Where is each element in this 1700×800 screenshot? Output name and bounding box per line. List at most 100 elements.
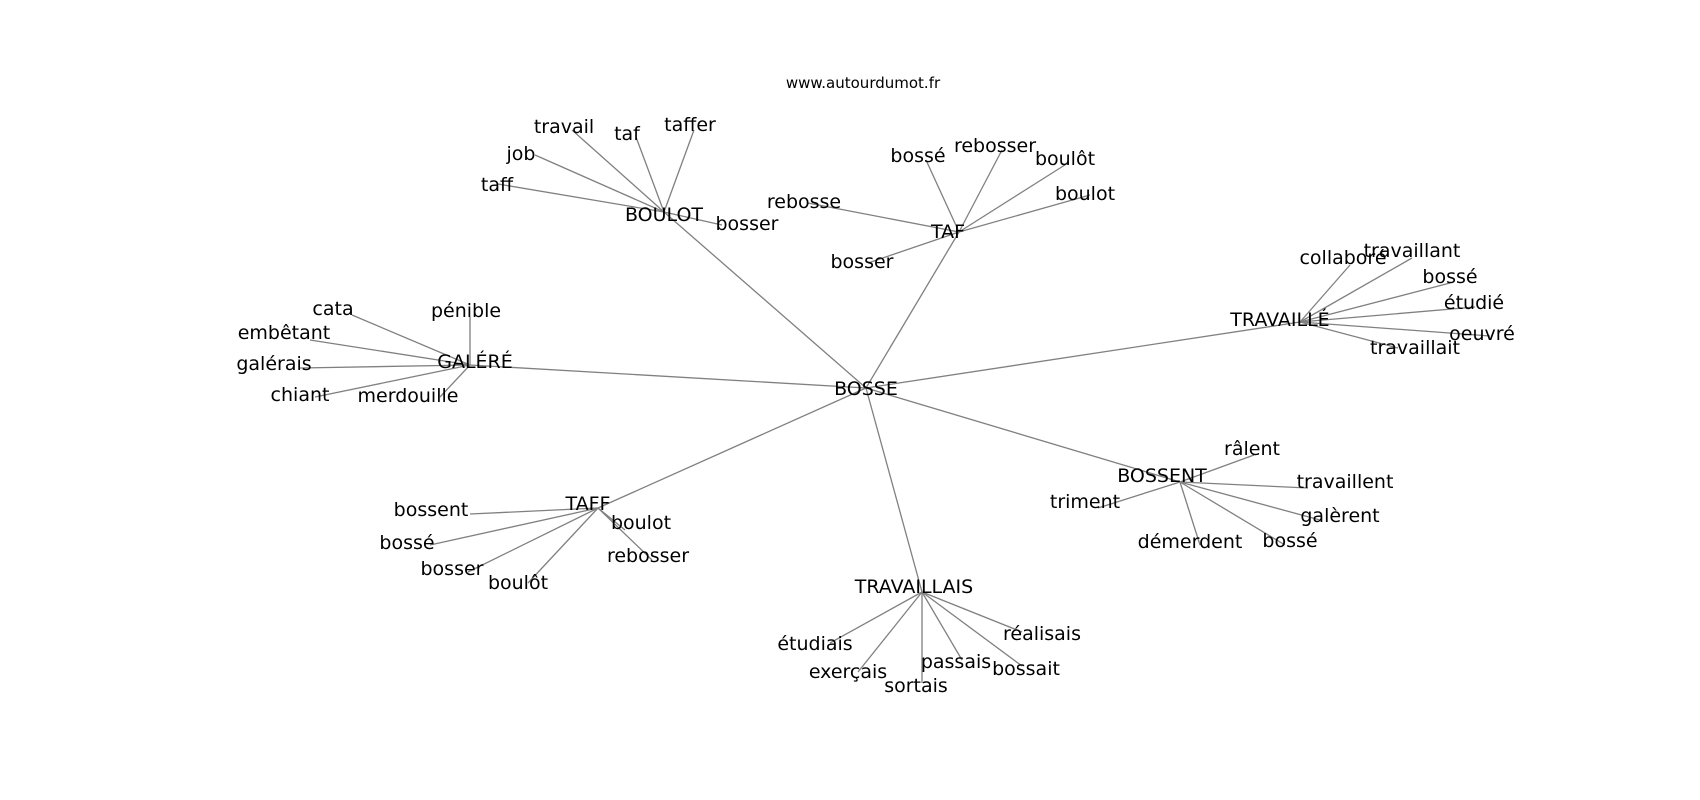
node-word[interactable]: bosser [831, 251, 894, 273]
edge-travaillais-bossait [921, 591, 1023, 667]
node-word[interactable]: galèrent [1300, 505, 1379, 527]
edge-root-travaille [865, 321, 1301, 389]
graph-edges [299, 129, 1491, 683]
node-word[interactable]: travaillait [1370, 337, 1460, 359]
edge-boulot-bosser [663, 211, 723, 226]
node-word[interactable]: bossent [394, 499, 469, 521]
edge-root-taf [865, 231, 960, 389]
node-word[interactable]: travaillent [1297, 471, 1394, 493]
node-word[interactable]: rebosser [607, 545, 689, 567]
edge-travaillais-passais [921, 591, 963, 661]
edge-taf-bosse [925, 159, 960, 233]
edge-root-travaillais [865, 387, 923, 593]
node-word[interactable]: boulôt [1035, 148, 1095, 170]
node-cluster-travaille[interactable]: TRAVAILLÉ [1229, 308, 1329, 331]
node-word[interactable]: bossé [1422, 266, 1477, 288]
node-word[interactable]: job [506, 143, 536, 165]
node-word[interactable]: bossé [1262, 530, 1317, 552]
node-word[interactable]: travaillant [1364, 240, 1461, 262]
edge-galere-galerais [299, 364, 471, 369]
edge-root-taff [597, 387, 867, 509]
node-word[interactable]: bosser [716, 213, 779, 235]
edge-root-bossent [865, 387, 1181, 483]
graph-labels: BOSSE BOULOT travail taf taffer job taff… [236, 114, 1515, 697]
node-cluster-travaillais[interactable]: TRAVAILLAIS [854, 576, 973, 598]
node-cluster-boulot[interactable]: BOULOT [625, 204, 703, 226]
node-word[interactable]: oeuvré [1449, 323, 1515, 345]
edge-travaille-oeuvre [1299, 321, 1491, 337]
edge-galere-embetant [309, 339, 471, 366]
edge-taf-boulot [958, 194, 1091, 233]
node-word[interactable]: boulôt [488, 572, 548, 594]
node-word[interactable]: boulot [1055, 183, 1115, 205]
edge-taff-boulot2 [527, 507, 599, 584]
edge-boulot-travail [571, 129, 665, 213]
edge-travaille-bosse [1299, 282, 1451, 323]
edge-taff-bossent [469, 507, 599, 515]
node-word[interactable]: râlent [1224, 438, 1280, 460]
edge-boulot-taffer [663, 129, 695, 213]
node-cluster-taff[interactable]: TAFF [565, 493, 611, 515]
node-word[interactable]: pénible [431, 300, 501, 322]
node-word[interactable]: sortais [884, 675, 948, 697]
node-word[interactable]: passais [921, 651, 991, 673]
edge-boulot-job [534, 154, 665, 213]
node-cluster-taf[interactable]: TAF [930, 221, 965, 243]
edge-travaillais-etudiais [829, 591, 923, 644]
edge-travaille-travaillait [1299, 321, 1399, 349]
edge-taff-rebosser [597, 507, 653, 561]
edge-travaille-travaillant [1299, 257, 1413, 323]
node-word[interactable]: taffer [664, 114, 716, 136]
site-url[interactable]: www.autourdumot.fr [786, 74, 941, 92]
node-word[interactable]: galérais [236, 353, 311, 375]
node-cluster-galere[interactable]: GALÉRÉ [437, 350, 513, 373]
edge-boulot-taff [497, 183, 665, 213]
edge-taf-rebosse [807, 202, 960, 233]
node-cluster-bossent[interactable]: BOSSENT [1117, 465, 1207, 487]
node-word[interactable]: démerdent [1138, 531, 1243, 553]
edge-travaillais-realisais [921, 591, 1023, 633]
node-word[interactable]: embêtant [238, 322, 331, 344]
edge-travaille-collabore [1299, 264, 1351, 323]
node-word[interactable]: chiant [271, 384, 330, 406]
node-word[interactable]: bossait [992, 658, 1060, 680]
edge-travaillais-exercais [857, 591, 923, 673]
node-word[interactable]: bossé [890, 145, 945, 167]
edge-bossent-demerdent [1179, 481, 1201, 546]
node-word[interactable]: rebosse [767, 191, 841, 213]
edge-taff-bosser [467, 507, 599, 573]
node-word[interactable]: rebosser [954, 135, 1036, 157]
node-word[interactable]: collaboré [1299, 247, 1386, 269]
edge-boulot-taf [635, 136, 665, 213]
node-word[interactable]: taf [614, 123, 641, 145]
node-root[interactable]: BOSSE [834, 378, 898, 400]
node-word[interactable]: étudié [1444, 292, 1504, 314]
node-word[interactable]: travail [534, 116, 594, 138]
node-word[interactable]: taff [481, 174, 514, 196]
node-word[interactable]: exerçais [809, 661, 887, 683]
edge-taf-bosser [867, 231, 960, 264]
node-word[interactable]: bosser [421, 558, 484, 580]
edge-bossent-triment [1097, 481, 1181, 509]
edge-galere-cata [351, 314, 471, 366]
edge-root-galere [469, 364, 867, 389]
edge-bossent-ralent [1179, 454, 1255, 483]
node-word[interactable]: boulot [611, 512, 671, 534]
edge-root-boulot [663, 211, 867, 389]
edge-travaille-etudie [1299, 306, 1476, 323]
edge-taff-bosse [429, 507, 599, 546]
edge-bossent-bosse [1179, 481, 1286, 546]
edge-taf-rebosser [958, 149, 1003, 233]
edge-galere-chiant [314, 364, 471, 398]
edge-galere-merdouille [439, 364, 471, 398]
edge-bossent-galerent [1179, 481, 1321, 521]
edge-taf-boulot2 [958, 162, 1069, 233]
node-word[interactable]: étudiais [777, 633, 852, 655]
node-word[interactable]: cata [312, 298, 353, 320]
edge-bossent-travaillent [1179, 481, 1309, 489]
node-word[interactable]: réalisais [1003, 623, 1081, 645]
node-word[interactable]: merdouille [358, 385, 459, 407]
node-word[interactable]: bossé [379, 532, 434, 554]
node-word[interactable]: triment [1050, 491, 1120, 513]
